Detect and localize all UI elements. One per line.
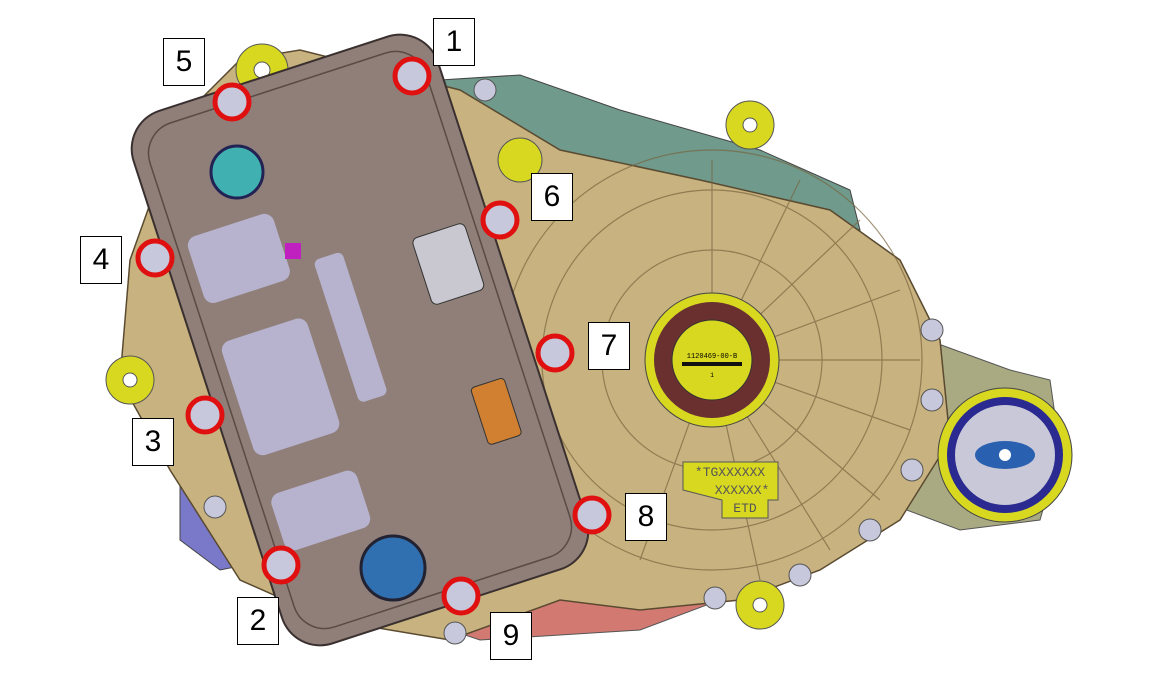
callout-1: 1 bbox=[433, 18, 475, 66]
callout-7: 7 bbox=[588, 322, 630, 370]
stamp-line-2: XXXXXX* bbox=[715, 483, 770, 498]
stamp-line-3: ETD bbox=[733, 501, 757, 516]
callout-3: 3 bbox=[132, 418, 174, 466]
output-seal: 1120469-00-B 1 bbox=[644, 292, 780, 428]
callout-5: 5 bbox=[163, 38, 205, 86]
callout-9: 9 bbox=[490, 612, 532, 660]
highlighted-bolts bbox=[135, 56, 612, 616]
part-sub-text: 1 bbox=[710, 372, 714, 379]
bolts bbox=[203, 78, 944, 645]
callout-6: 6 bbox=[531, 173, 573, 221]
marker-square bbox=[285, 243, 301, 259]
part-number-text: 1120469-00-B bbox=[687, 353, 737, 361]
top-port bbox=[209, 144, 265, 200]
stamp-plate: *TGXXXXXX XXXXXX* ETD bbox=[682, 461, 779, 519]
callout-2: 2 bbox=[237, 597, 279, 645]
right-mount bbox=[937, 387, 1073, 523]
bottom-port bbox=[359, 534, 427, 602]
stamp-line-1: *TGXXXXXX bbox=[695, 465, 765, 480]
callout-4: 4 bbox=[80, 236, 122, 284]
callout-8: 8 bbox=[625, 493, 667, 541]
